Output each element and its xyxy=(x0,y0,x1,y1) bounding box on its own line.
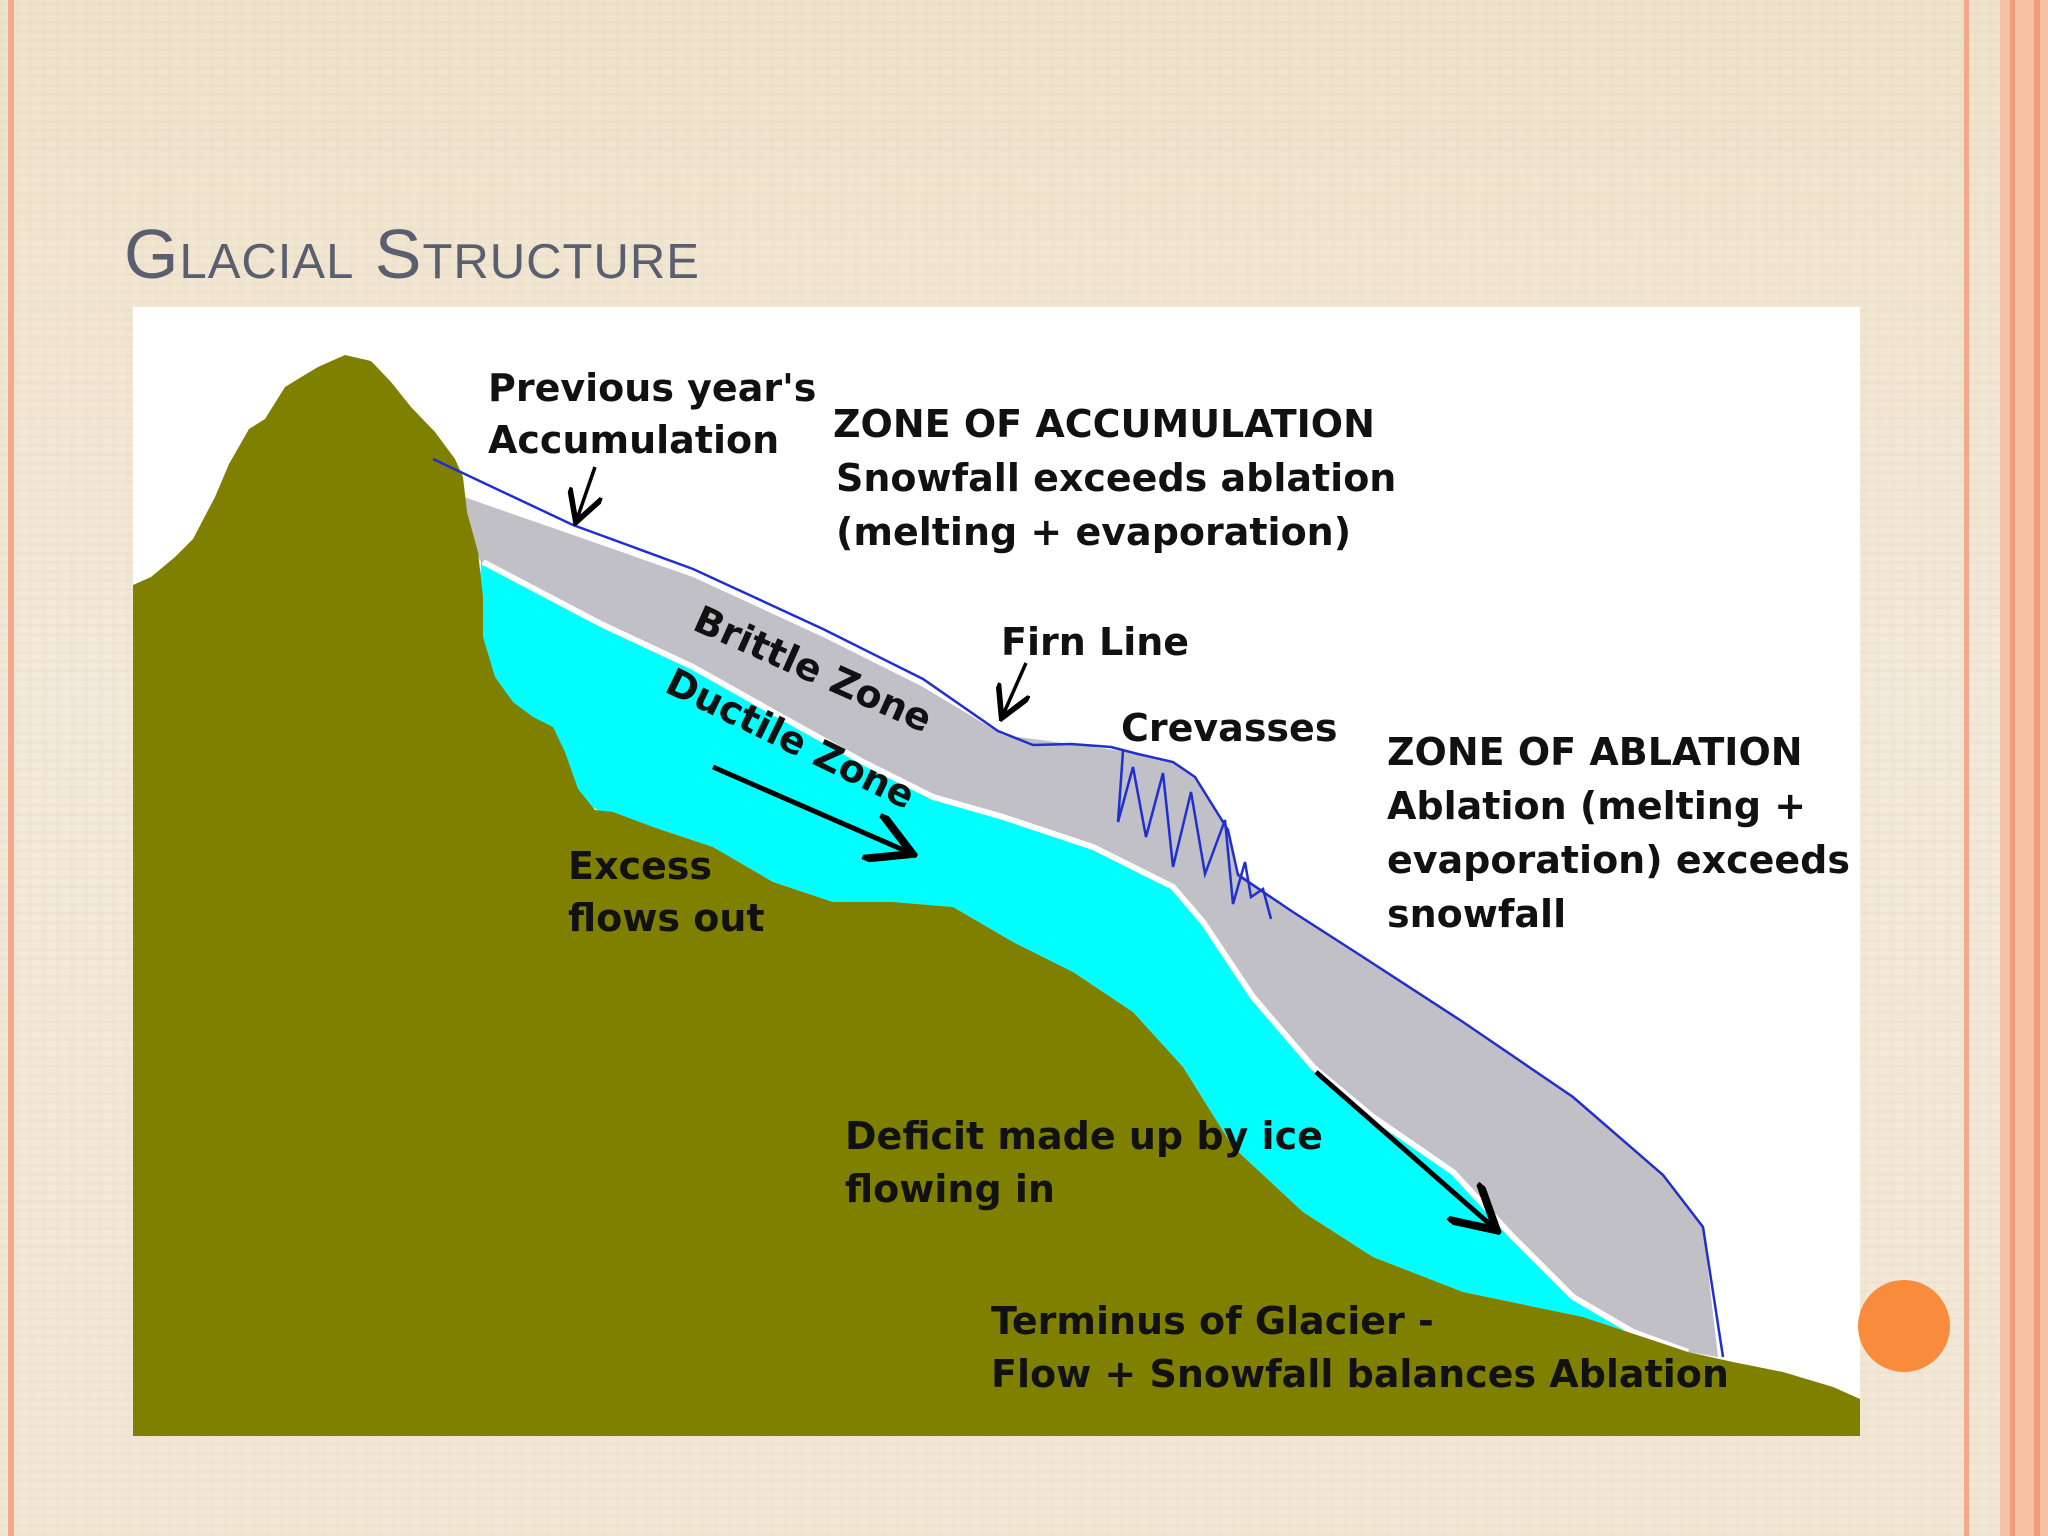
ablation-flow-arrow xyxy=(1314,1070,1493,1227)
zone-ablation-title: ZONE OF ABLATION xyxy=(1387,730,1803,774)
zone-accumulation-line1: Snowfall exceeds ablation xyxy=(836,456,1396,500)
firn-line-arrow xyxy=(1003,662,1026,715)
snow-surface-line xyxy=(432,457,1725,1358)
right-frame-band xyxy=(2000,0,2048,1536)
deficit-label-line2: flowing in xyxy=(845,1167,1055,1211)
excess-label-line2: flows out xyxy=(568,896,765,940)
zone-accumulation-title: ZONE OF ACCUMULATION xyxy=(833,402,1375,446)
zone-ablation-line1: Ablation (melting + xyxy=(1387,784,1806,828)
zone-ablation-line2: evaporation) exceeds xyxy=(1387,838,1850,882)
deficit-label-line1: Deficit made up by ice xyxy=(845,1114,1323,1158)
right-frame-stripe xyxy=(2034,0,2040,1536)
terminus-label-line1: Terminus of Glacier - xyxy=(991,1299,1434,1343)
zone-ablation-line3: snowfall xyxy=(1387,892,1566,936)
previous-year-label-line2: Accumulation xyxy=(488,418,779,462)
crevasse-marks xyxy=(1116,750,1273,920)
zone-accumulation-line2: (melting + evaporation) xyxy=(836,510,1351,554)
left-frame-stripe xyxy=(8,0,14,1536)
bedrock-mountain xyxy=(133,355,1860,1436)
excess-label-line1: Excess xyxy=(568,844,712,888)
right-frame-stripe xyxy=(1964,0,1969,1536)
right-frame-stripe xyxy=(2010,0,2015,1536)
firn-line-label: Firn Line xyxy=(1001,620,1189,664)
brittle-ice-layer xyxy=(441,489,1718,1357)
accent-circle xyxy=(1858,1280,1950,1372)
brittle-ductile-boundary xyxy=(481,559,1690,1355)
glacier-diagram-svg: Previous year's Accumulation ZONE OF ACC… xyxy=(133,307,1860,1436)
crevasses-label: Crevasses xyxy=(1121,706,1337,750)
previous-year-label-line1: Previous year's xyxy=(488,366,816,410)
ductile-ice-layer xyxy=(478,562,1688,1352)
ductile-flow-arrow xyxy=(712,764,908,852)
terminus-label-line2: Flow + Snowfall balances Ablation xyxy=(991,1352,1729,1396)
previous-year-arrow xyxy=(577,466,595,519)
glacier-diagram: Previous year's Accumulation ZONE OF ACC… xyxy=(133,307,1860,1436)
slide-title: Glacial Structure xyxy=(124,215,700,293)
